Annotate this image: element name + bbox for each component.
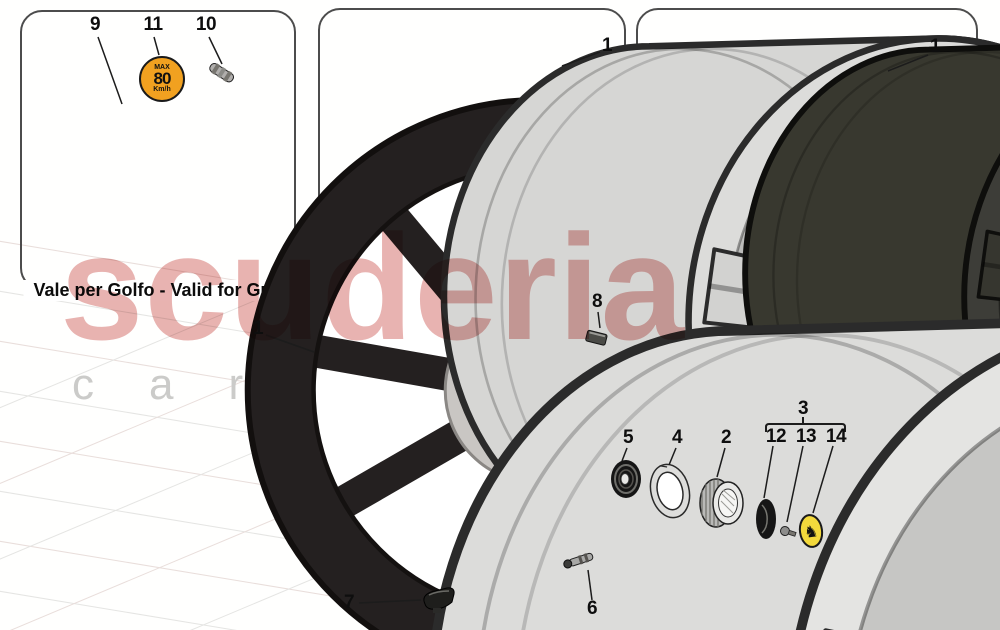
ferrari-badge-part-14: ♞ [798, 514, 824, 548]
callout-11: 11 [143, 14, 163, 35]
callout-8: 8 [591, 291, 603, 312]
panel-gulf-caption: Vale per Golfo - Valid for Gulf [23, 280, 293, 301]
spacer-ring-part-4 [649, 463, 691, 519]
valve-part-10 [209, 63, 235, 83]
callout-14: 14 [825, 426, 847, 447]
grommet-part-5 [611, 460, 641, 498]
callout-1-matte-black: 1 [929, 36, 941, 57]
callout-12: 12 [765, 426, 787, 447]
screw-part-13 [780, 526, 797, 537]
callout-9: 9 [89, 14, 101, 35]
callout-3: 3 [797, 398, 809, 419]
callout-5: 5 [622, 427, 634, 448]
callout-7: 7 [343, 592, 355, 613]
sticker-speed-value: 80 [153, 69, 172, 88]
sticker-max-label: MAX [154, 64, 170, 71]
callout-6: 6 [586, 598, 598, 619]
leader-lines [97, 36, 929, 604]
balance-weight-part-8 [585, 329, 608, 346]
group-3-bracket [765, 417, 846, 432]
callout-1-main: 1 [252, 318, 264, 339]
dome-washer-part-12 [756, 499, 776, 539]
max-speed-sticker: MAX 80 Km/h [139, 56, 185, 102]
valve-part-6 [563, 552, 594, 569]
callout-2: 2 [720, 427, 732, 448]
sticker-unit-label: Km/h [153, 86, 171, 93]
panel-gulf: Vale per Golfo - Valid for Gulf [20, 10, 296, 301]
callout-1-gray: 1 [601, 35, 613, 56]
callout-13: 13 [795, 426, 817, 447]
watermark-scuderia: scuderia [60, 203, 685, 371]
prancing-horse-icon: ♞ [803, 521, 820, 542]
callout-10: 10 [195, 14, 217, 35]
callout-4: 4 [671, 427, 683, 448]
tpms-sensor-part-7 [423, 587, 455, 613]
wheel-nut-part-2 [699, 478, 744, 528]
